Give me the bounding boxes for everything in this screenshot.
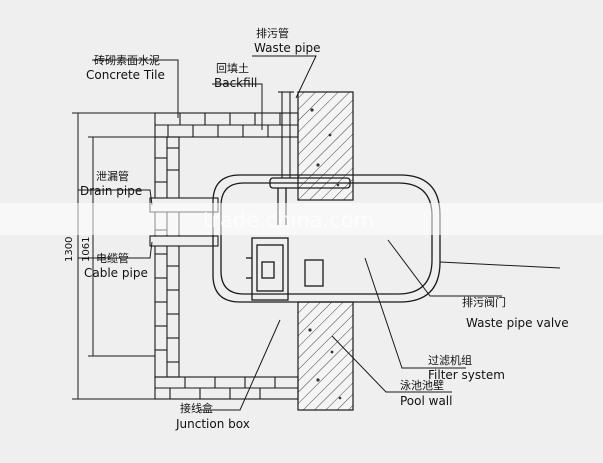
watermark-band: trade.china.com <box>0 203 603 235</box>
dimension-inner: 1061 <box>81 237 92 262</box>
label-waste-pipe-en: Waste pipe <box>254 41 321 55</box>
dimension-lines <box>72 112 155 400</box>
waste-pipe <box>278 91 294 178</box>
label-cable-pipe-en: Cable pipe <box>84 266 148 280</box>
watermark-text: trade.china.com <box>203 208 374 232</box>
pool-wall <box>297 91 354 411</box>
label-tile-cn: 砖砌素面水泥 <box>94 53 160 67</box>
label-waste-pipe-cn: 排污管 <box>256 26 289 40</box>
label-filter-en: Filter system <box>428 368 505 382</box>
label-drain-pipe-cn: 泄漏管 <box>96 169 129 183</box>
label-junction-cn: 接线盒 <box>180 401 213 415</box>
label-pool-wall-en: Pool wall <box>400 394 452 408</box>
leader-lines <box>78 55 502 411</box>
brick-pit <box>154 112 299 400</box>
label-junction-en: Junction box <box>175 417 250 431</box>
label-cable-pipe-cn: 电缆管 <box>96 251 129 265</box>
pool-water-line <box>439 261 561 269</box>
dimension-outer: 1300 <box>64 237 75 262</box>
label-tile-en: Concrete Tile <box>86 68 165 82</box>
label-drain-pipe-en: Drain pipe <box>80 184 142 198</box>
label-backfill-en: Backfill <box>214 76 257 90</box>
label-valve-cn: 排污阀门 <box>462 295 506 309</box>
label-pool-wall-cn: 泳池池壁 <box>400 378 444 392</box>
label-backfill-cn: 回填土 <box>216 61 249 75</box>
label-valve-en: Waste pipe valve <box>466 316 569 330</box>
label-filter-cn: 过滤机组 <box>428 353 472 367</box>
diagram-labels: 砖砌素面水泥 Concrete Tile 回填土 Backfill 排污管 Wa… <box>64 26 569 431</box>
